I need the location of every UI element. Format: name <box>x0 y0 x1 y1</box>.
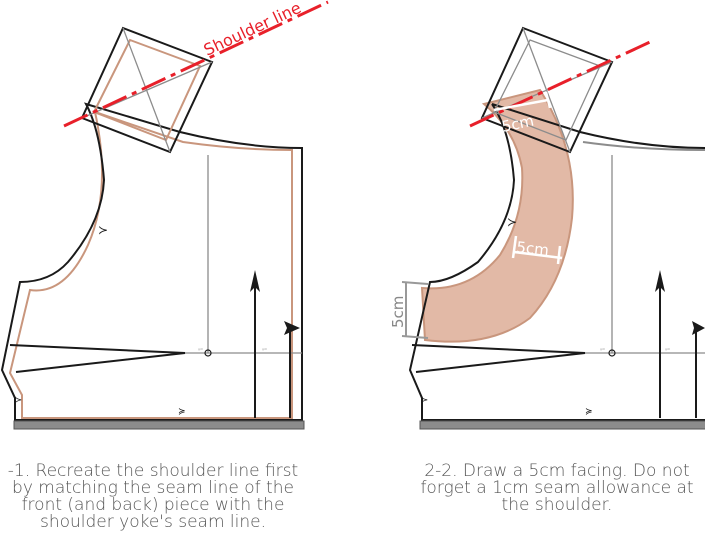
left-bust-dart <box>9 344 186 373</box>
left-tiny-mark-a: gdl <box>198 347 203 351</box>
left-hem-bar <box>13 420 305 430</box>
left-step-caption: -1. Recreate the shoulder line first by … <box>0 463 333 531</box>
right-apex-mark <box>608 349 616 357</box>
right-pattern-panel: gdl gdl ≻ ≻ ≽ 5cm 5cm 5cm <box>389 26 705 430</box>
left-shoulder-line <box>63 0 329 128</box>
right-side-notch: ≻ <box>420 395 428 406</box>
right-facing-measure-end-tick-a <box>401 281 429 285</box>
right-facing-label-end: 5cm <box>389 296 407 328</box>
left-hem-notch: ≽ <box>178 407 186 417</box>
left-pattern-panel: gdl gdl ≻ ≻ ≽ Shoulder line <box>0 0 329 430</box>
left-apex-mark <box>204 349 212 357</box>
right-facing-label-mid: 5cm <box>516 238 550 259</box>
right-caption-line: the shoulder. <box>501 495 613 515</box>
left-front-piece-outline <box>0 102 303 421</box>
right-facing-measure-end-tick-b <box>401 335 429 339</box>
right-caption-line: 2-2. Draw a 5cm facing. Do not <box>424 461 690 481</box>
right-fold-arrow <box>692 321 705 335</box>
right-facing-measure-mid-tick-b <box>556 245 562 265</box>
right-facing-measure-top <box>493 98 549 112</box>
right-facing-measure-mid <box>513 250 563 260</box>
right-bust-dart <box>411 344 586 373</box>
left-caption-line: front (and back) piece with the <box>21 495 285 515</box>
left-caption-line: by matching the seam line of the <box>12 478 294 498</box>
right-tiny-mark-b: gdl <box>665 347 670 351</box>
right-shoulder-line <box>469 40 651 128</box>
right-seam-line <box>582 141 705 151</box>
left-shoulder-line-label: Shoulder line <box>201 0 304 60</box>
left-tiny-mark-b: gdl <box>262 347 267 351</box>
right-facing-measure-mid-tick-a <box>511 235 518 259</box>
right-facing-shape <box>420 88 574 343</box>
right-armhole-notch: ≻ <box>507 215 517 229</box>
left-side-notch: ≻ <box>14 395 22 406</box>
left-seam-allowance-outline <box>8 110 293 419</box>
left-grainline-arrow <box>250 270 260 292</box>
right-step-caption: 2-2. Draw a 5cm facing. Do not forget a … <box>377 463 705 514</box>
left-armhole-notch: ≻ <box>98 223 108 237</box>
right-caption-line: forget a 1cm seam allowance at <box>420 478 694 498</box>
right-grainline-arrow <box>655 270 665 292</box>
right-front-piece-outline <box>408 103 705 421</box>
left-caption-line: shoulder yoke's seam line. <box>39 512 267 532</box>
right-hem-bar <box>419 420 705 430</box>
left-yoke-diagonal-b <box>81 61 213 119</box>
left-caption-line: -1. Recreate the shoulder line first <box>7 461 299 481</box>
right-facing-measure-top-tick <box>544 91 552 109</box>
right-tiny-mark-a: gdl <box>600 347 605 351</box>
right-hem-notch: ≽ <box>585 407 593 417</box>
left-fold-arrow <box>284 321 300 335</box>
